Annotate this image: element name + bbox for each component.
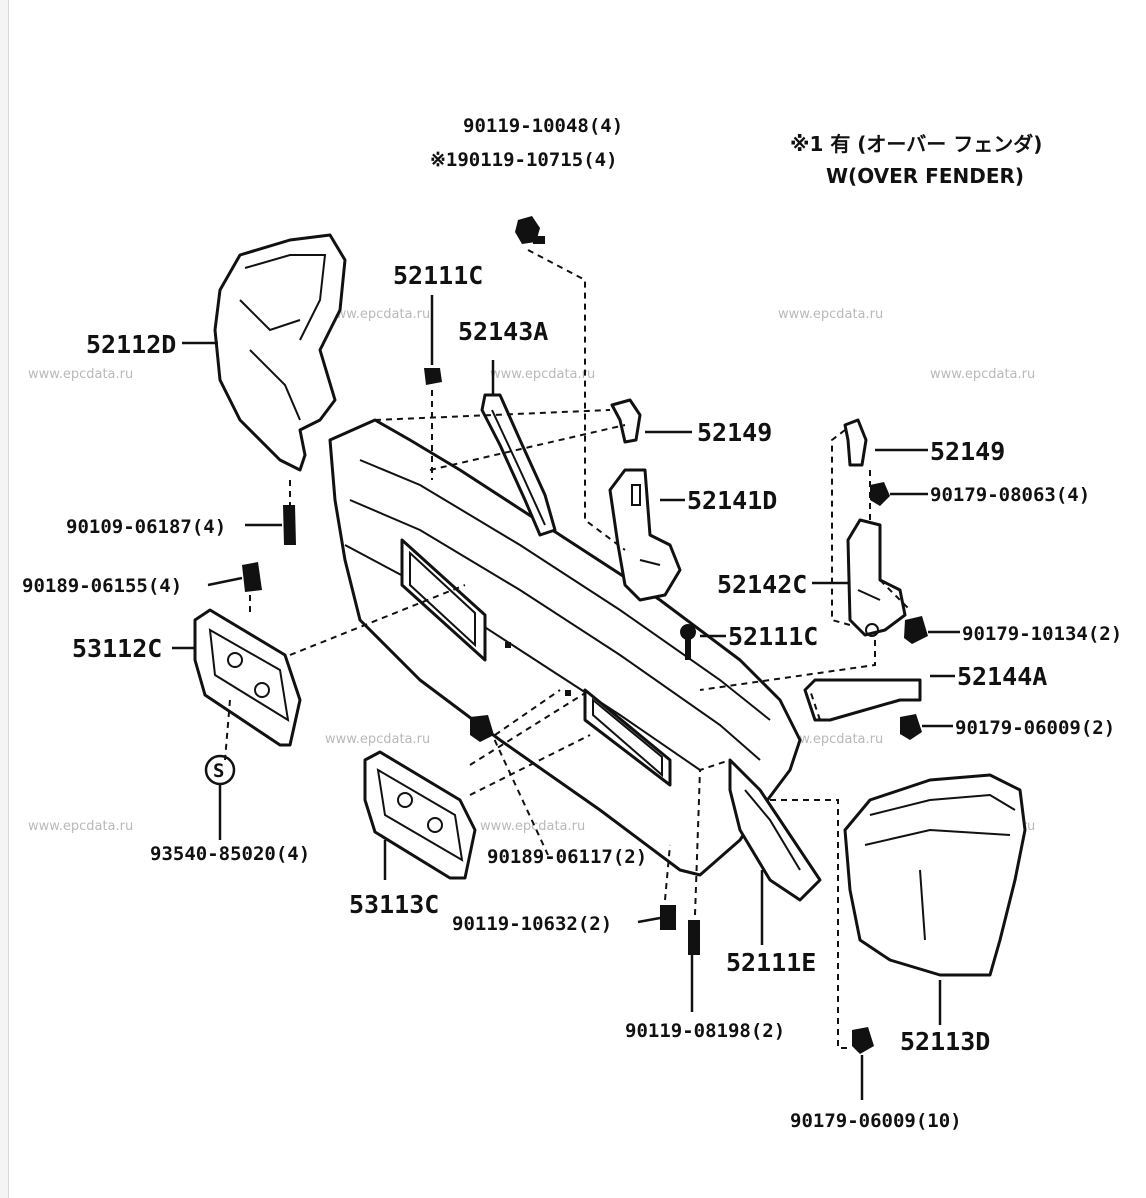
label-52112d: 52112D [86,330,176,359]
label-90109-06187: 90109-06187(4) [66,516,226,538]
bolt-52111c-top [424,295,442,385]
bolt-90119-10632 [660,905,676,930]
bracket-52141d [608,468,682,602]
label-52113d: 52113D [900,1027,990,1056]
watermark: www.epcdata.ru [778,732,883,747]
label-90119-10048: 90119-10048(4) [463,115,623,137]
label-53113c: 53113C [349,890,439,919]
watermark: www.epcdata.ru [325,732,430,747]
bracket-52149-right [843,418,868,467]
bolt-90119-10048 [515,216,545,244]
bracket-52144a [803,678,922,722]
nut-90179-06009-10 [852,1027,874,1054]
label-52143a: 52143A [458,317,548,346]
label-52111c-mid: 52111C [728,622,818,651]
label-52111c-top: 52111C [393,261,483,290]
label-90189-06117: 90189-06117(2) [487,846,647,868]
note-line-1: ※1 有 (オーバー フェンダ) [790,132,1042,156]
label-52141d: 52141D [687,486,777,515]
watermark: www.epcdata.ru [490,367,595,382]
nut-90179-10134 [904,616,928,644]
end-cap-52113d [843,773,1027,977]
label-90179-06009-10: 90179-06009(10) [790,1110,962,1132]
watermark: www.epcdata.ru [930,367,1035,382]
note-line-2: W(OVER FENDER) [826,164,1024,188]
label-52142c: 52142C [717,570,807,599]
label-90179-06009-2: 90179-06009(2) [955,717,1115,739]
end-cap-52112d [213,233,347,472]
bolt-90119-08198 [688,920,700,955]
screw-93540-85020: S [204,754,236,786]
assembly-lines [224,249,911,1049]
label-90189-06155: 90189-06155(4) [22,575,182,597]
watermark: www.epcdata.ru [325,307,430,322]
label-52111e: 52111E [726,948,816,977]
watermark: www.epcdata.ru [480,819,585,834]
watermark: www.epcdata.ru [778,307,883,322]
watermark: www.epcdata.ru [28,819,133,834]
nut-90189-06117 [470,715,494,742]
label-93540-85020: 93540-85020(4) [150,843,310,865]
lamp-frame-53112c [193,608,302,747]
lamp-frame-53113c [363,750,477,880]
label-52149-b: 52149 [930,437,1005,466]
label-90119-08198: 90119-08198(2) [625,1020,785,1042]
watermark: www.epcdata.ru [28,367,133,382]
label-90179-08063: 90179-08063(4) [930,484,1090,506]
leader-lines [172,341,960,1100]
bracket-52142c [846,518,907,637]
s-symbol: S [213,760,224,782]
nut-90179-08063 [870,482,890,506]
bolt-90189-06155 [242,562,262,592]
bumper-bar-52111e [328,418,822,902]
nut-90179-06009-2 [900,714,922,740]
label-90179-10134: 90179-10134(2) [962,623,1122,645]
label-90119-10715: ※190119-10715(4) [430,149,618,171]
label-53112c: 53112C [72,634,162,663]
label-52149-a: 52149 [697,418,772,447]
bracket-52149-left [610,398,642,444]
label-90119-10632: 90119-10632(2) [452,913,612,935]
label-52144a: 52144A [957,662,1047,691]
left-border [0,0,9,1198]
strap-52143a [480,393,557,537]
bolt-90109-06187 [283,505,296,545]
bolt-52111c-mid [680,624,696,660]
